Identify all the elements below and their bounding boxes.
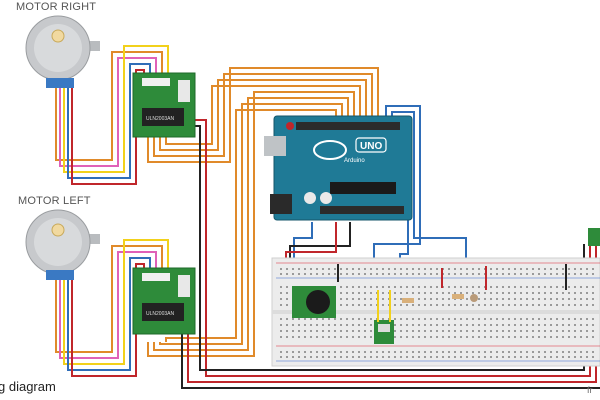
motor-left — [25, 209, 100, 280]
orange-wire-bundle-top — [147, 67, 379, 163]
motor-right-wires — [55, 45, 169, 185]
edge-battery — [588, 228, 600, 246]
motor-right-label: MOTOR RIGHT — [16, 1, 97, 13]
arduino-model: UNO — [360, 141, 382, 152]
arduino-uno: Arduino UNO — [264, 115, 413, 221]
resistors — [402, 294, 464, 303]
driver-board-right: ULN2003AN — [132, 72, 196, 138]
motor-left-label: MOTOR LEFT — [18, 195, 91, 207]
switch-module — [374, 320, 394, 344]
misc-wires — [285, 222, 351, 262]
arduino-brand: Arduino — [344, 158, 365, 164]
yellow-jumpers — [377, 290, 391, 322]
driver-board-left: ULN2003AN — [132, 267, 196, 335]
motor-right — [25, 15, 100, 88]
photoresistor — [470, 294, 478, 302]
breadboard-short-wires — [337, 264, 567, 290]
buzzer — [292, 286, 336, 318]
driver-chip-label-2: ULN2003AN — [146, 311, 174, 317]
orange-wire-bundle-bottom — [147, 91, 355, 357]
driver-chip-label: ULN2003AN — [146, 116, 174, 122]
credit-text: fr — [587, 385, 593, 395]
motor-left-wires — [55, 239, 169, 377]
diagram-caption: g diagram — [0, 379, 56, 394]
